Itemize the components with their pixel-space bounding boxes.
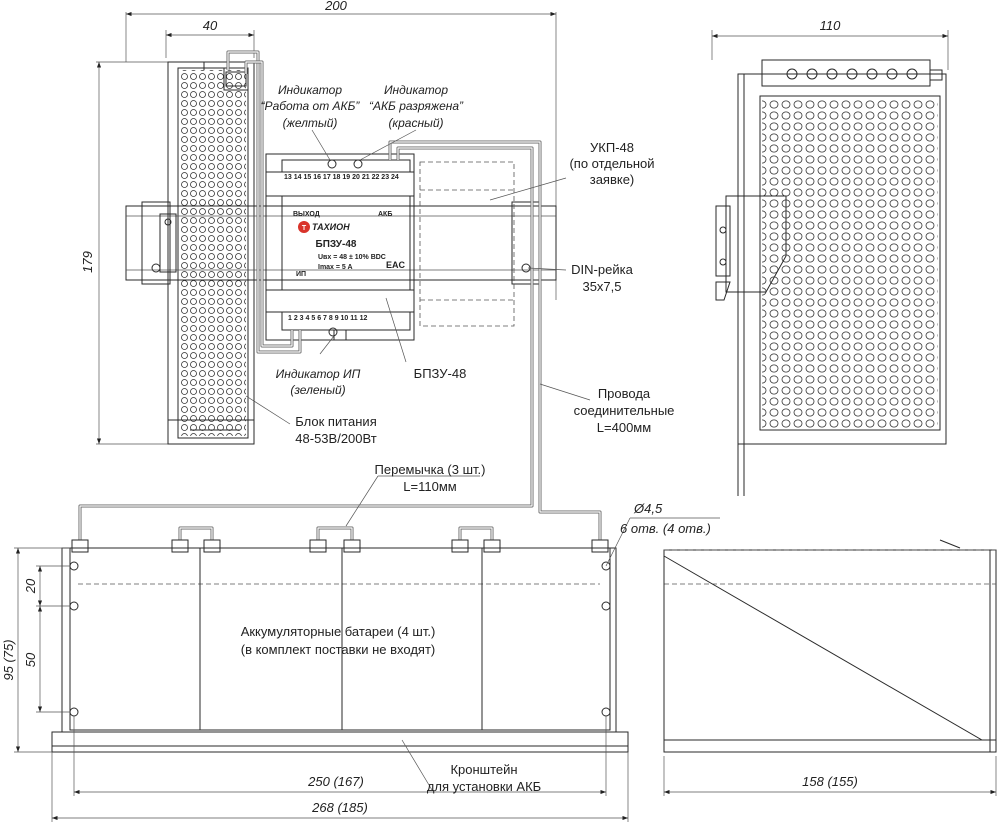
- jumper-2: L=110мм: [403, 479, 456, 494]
- mounting-holes: [69, 561, 611, 717]
- wires-2: соединительные: [574, 403, 675, 418]
- bracket-side-view: 158 (155): [663, 539, 997, 796]
- holes-count: 6 отв. (4 отв.): [620, 521, 711, 536]
- dim-95: 95 (75): [1, 639, 16, 680]
- ind-akb-low-3: (красный): [388, 116, 443, 130]
- battery-front-view: 95 (75) 20 50 250 (167) 268 (185) Ø4,5 6…: [1, 475, 720, 822]
- wires-3: L=400мм: [597, 420, 651, 435]
- device-model: БПЗУ-48: [316, 239, 357, 250]
- ind-akb-work-3: (желтый): [283, 116, 338, 130]
- batteries-2: (в комплект поставки не входят): [241, 642, 436, 657]
- ind-akb-work-1: Индикатор: [278, 83, 342, 97]
- ind-ip-2: (зеленый): [290, 383, 345, 397]
- bottom-terminals: 1 2 3 4 5 6 7 8 9 10 11 12: [288, 315, 368, 322]
- eac-mark: EAC: [386, 260, 406, 270]
- dim-hole: Ø4,5: [633, 501, 663, 516]
- dim-200: 200: [324, 0, 347, 13]
- ind-akb-low-1: Индикатор: [384, 83, 448, 97]
- ukp-3: заявке): [590, 172, 635, 187]
- din-1: DIN-рейка: [571, 262, 633, 277]
- dim-250: 250 (167): [307, 774, 364, 789]
- ukp-2: (по отдельной: [569, 156, 654, 171]
- dim-110: 110: [820, 18, 841, 33]
- dim-20: 20: [23, 578, 38, 594]
- dim-268: 268 (185): [311, 800, 368, 815]
- ind-akb-work-2: “Работа от АКБ”: [261, 99, 361, 113]
- bpzu-label: БПЗУ-48: [414, 366, 467, 381]
- bracket-2: для установки АКБ: [427, 779, 541, 794]
- terminal-screws: [786, 68, 943, 81]
- ukp-1: УКП-48: [590, 140, 634, 155]
- battery-terminals: [71, 539, 609, 553]
- akb-label: АКБ: [378, 211, 392, 218]
- dim-158: 158 (155): [802, 774, 858, 789]
- wires-1: Провода: [598, 386, 651, 401]
- batteries-1: Аккумуляторные батареи (4 шт.): [241, 624, 436, 639]
- ind-ip-1: Индикатор ИП: [276, 367, 361, 381]
- spec-i: Imax = 5 A: [318, 264, 353, 271]
- out-label: ВЫХОД: [293, 211, 320, 218]
- tachyon-logo-icon: [298, 221, 310, 233]
- psu-2: 48-53В/200Вт: [295, 431, 376, 446]
- spec-u: Uвх = 48 ± 10% BDC: [318, 254, 386, 261]
- dim-40: 40: [203, 18, 218, 33]
- ind-akb-low-2: “АКБ разряжена”: [369, 99, 464, 113]
- front-view: 200 40 179: [78, 0, 602, 540]
- dim-50: 50: [23, 652, 38, 667]
- psu-1: Блок питания: [295, 414, 376, 429]
- brand-name: ТАХИОН: [312, 222, 350, 232]
- ip-label: ИП: [296, 271, 306, 278]
- svg-text:Т: Т: [302, 225, 307, 232]
- dim-179: 179: [80, 251, 95, 273]
- side-view: 110: [711, 18, 949, 496]
- din-2: 35х7,5: [582, 279, 621, 294]
- jumper-1: Перемычка (3 шт.): [375, 462, 486, 477]
- bracket-1: Кронштейн: [450, 762, 517, 777]
- top-terminals: 13 14 15 16 17 18 19 20 21 22 23 24: [284, 174, 399, 181]
